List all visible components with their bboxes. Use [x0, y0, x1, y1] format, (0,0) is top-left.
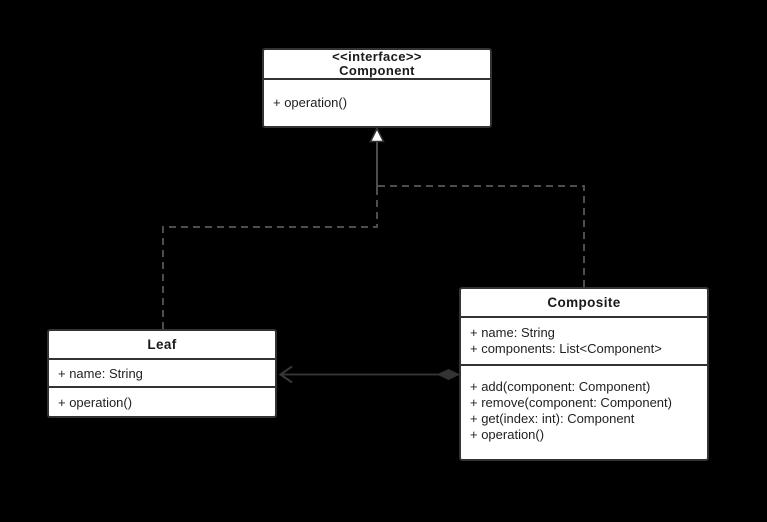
method-row: + operation() — [273, 94, 348, 110]
class-name-component: Component — [339, 63, 415, 78]
class-header-composite: Composite — [461, 289, 707, 316]
method-row: + operation() — [58, 394, 133, 410]
realization-composite-to-component-line — [377, 185, 585, 287]
class-header-component: <<interface>> Component — [264, 50, 490, 78]
class-name-leaf: Leaf — [147, 337, 177, 352]
attribute-row: + name: String — [470, 325, 555, 340]
class-box-leaf: Leaf + name: String + operation() — [47, 329, 277, 418]
methods-compartment-leaf: + operation() — [49, 386, 275, 416]
realization-leaf-to-component-line — [162, 187, 378, 329]
method-row: + remove(component: Component) — [470, 395, 672, 410]
attribute-row: + components: List<Component> — [470, 341, 662, 356]
attributes-compartment-leaf: + name: String — [49, 358, 275, 386]
class-box-component: <<interface>> Component + operation() — [262, 48, 492, 128]
attribute-row: + name: String — [58, 365, 143, 381]
method-row: + get(index: int): Component — [470, 411, 635, 426]
methods-compartment-component: + operation() — [264, 78, 490, 124]
method-row: + operation() — [470, 427, 545, 442]
aggregation-diamond-icon — [436, 368, 461, 381]
methods-compartment-composite: + add(component: Component) + remove(com… — [461, 364, 707, 459]
stereotype-label: <<interface>> — [332, 49, 422, 64]
class-header-leaf: Leaf — [49, 331, 275, 358]
class-name-composite: Composite — [547, 295, 621, 310]
attributes-compartment-composite: + name: String + components: List<Compon… — [461, 316, 707, 364]
open-arrowhead-icon — [278, 365, 293, 384]
method-row: + add(component: Component) — [470, 379, 651, 394]
class-box-composite: Composite + name: String + components: L… — [459, 287, 709, 461]
hollow-triangle-arrowhead-icon — [369, 126, 385, 143]
